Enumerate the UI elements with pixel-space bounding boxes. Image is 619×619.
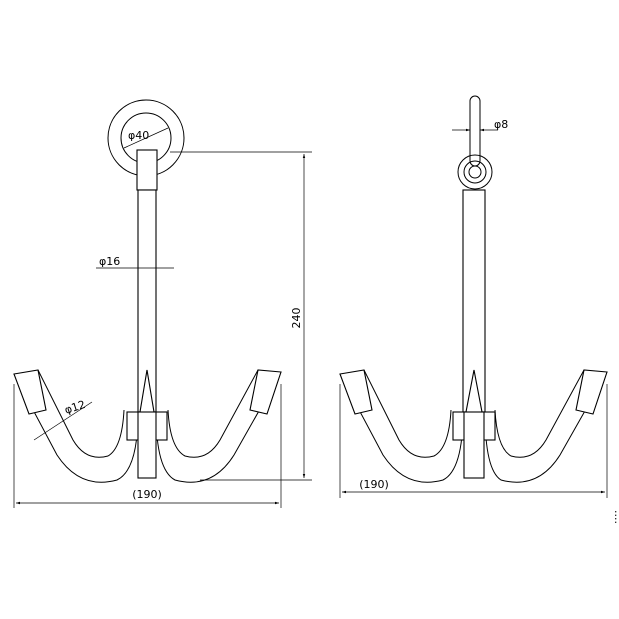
shackle: [457, 95, 493, 190]
shackle-diameter-label: φ8: [494, 118, 508, 131]
side-view-anchor: φ8 (190): [339, 95, 608, 498]
dim-width-side: (190): [339, 384, 608, 498]
front-width-label: (190): [132, 488, 162, 501]
height-label: 240: [290, 308, 303, 329]
dim-width-front: (190): [13, 384, 282, 508]
dim-height: 240: [170, 151, 312, 481]
margin-note: ....: [612, 510, 619, 524]
shank-collar: [136, 149, 158, 191]
dim-shackle: φ8: [452, 118, 508, 132]
shank-diameter-label: φ16: [99, 255, 120, 268]
dim-ring: φ40: [123, 127, 169, 149]
anchor-arms: [13, 369, 282, 483]
front-view-anchor: φ40 φ16 φ12 240 (190): [13, 99, 312, 508]
side-arms: [339, 369, 608, 483]
ring-diameter-label: φ40: [128, 129, 149, 142]
dim-shank: φ16: [96, 255, 174, 269]
side-width-label: (190): [359, 478, 389, 491]
dim-fluke: φ12: [33, 398, 93, 441]
fluke-diameter-label: φ12: [63, 398, 87, 417]
